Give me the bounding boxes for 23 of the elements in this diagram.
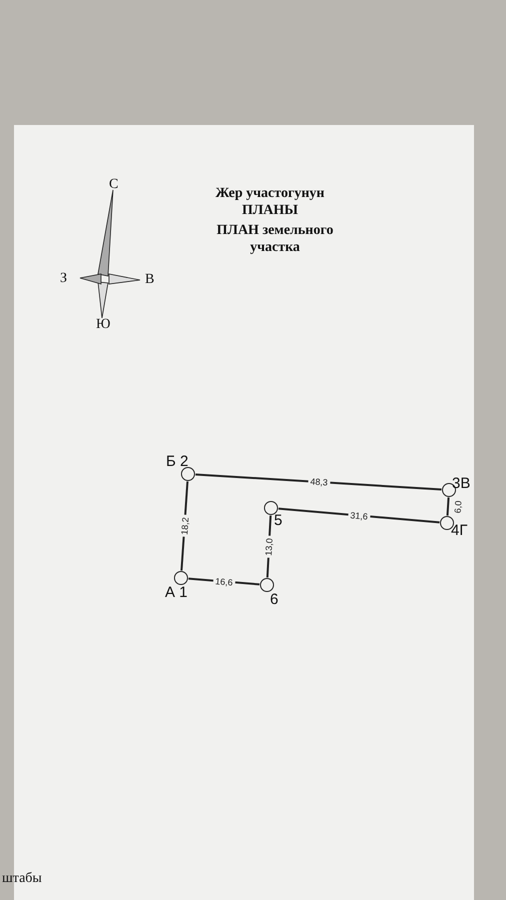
boundary-line	[446, 497, 450, 516]
heading-text: Жер участогунун ПЛАНЫ	[214, 185, 326, 219]
vertex-label: 5	[274, 513, 282, 528]
dimension-label: 16,6	[212, 576, 236, 588]
dimension-label: 6,0	[452, 500, 464, 516]
dimension-label: 48,3	[307, 476, 330, 488]
dimension-label: 18,2	[178, 514, 190, 538]
vertex-label: 3В	[452, 476, 470, 491]
compass-direction-label: С	[109, 178, 118, 192]
compass-direction-label: З	[60, 272, 68, 286]
heading-text: ПЛАН земельного участка	[216, 222, 334, 256]
vertex-label: Б 2	[166, 454, 188, 469]
boundary-line	[180, 481, 188, 571]
cut-off-text: штабы	[2, 872, 42, 886]
vertex-label: 4Г	[451, 523, 468, 538]
vertex-label: 6	[270, 592, 278, 607]
vertex-label: А 1	[165, 585, 188, 600]
boundary-line	[278, 508, 440, 524]
compass-direction-label: Ю	[96, 318, 110, 332]
compass-direction-label: В	[145, 273, 154, 287]
boundary-line	[195, 473, 442, 491]
dimension-label: 31,6	[348, 510, 370, 522]
dimension-label: 13,0	[263, 536, 275, 558]
